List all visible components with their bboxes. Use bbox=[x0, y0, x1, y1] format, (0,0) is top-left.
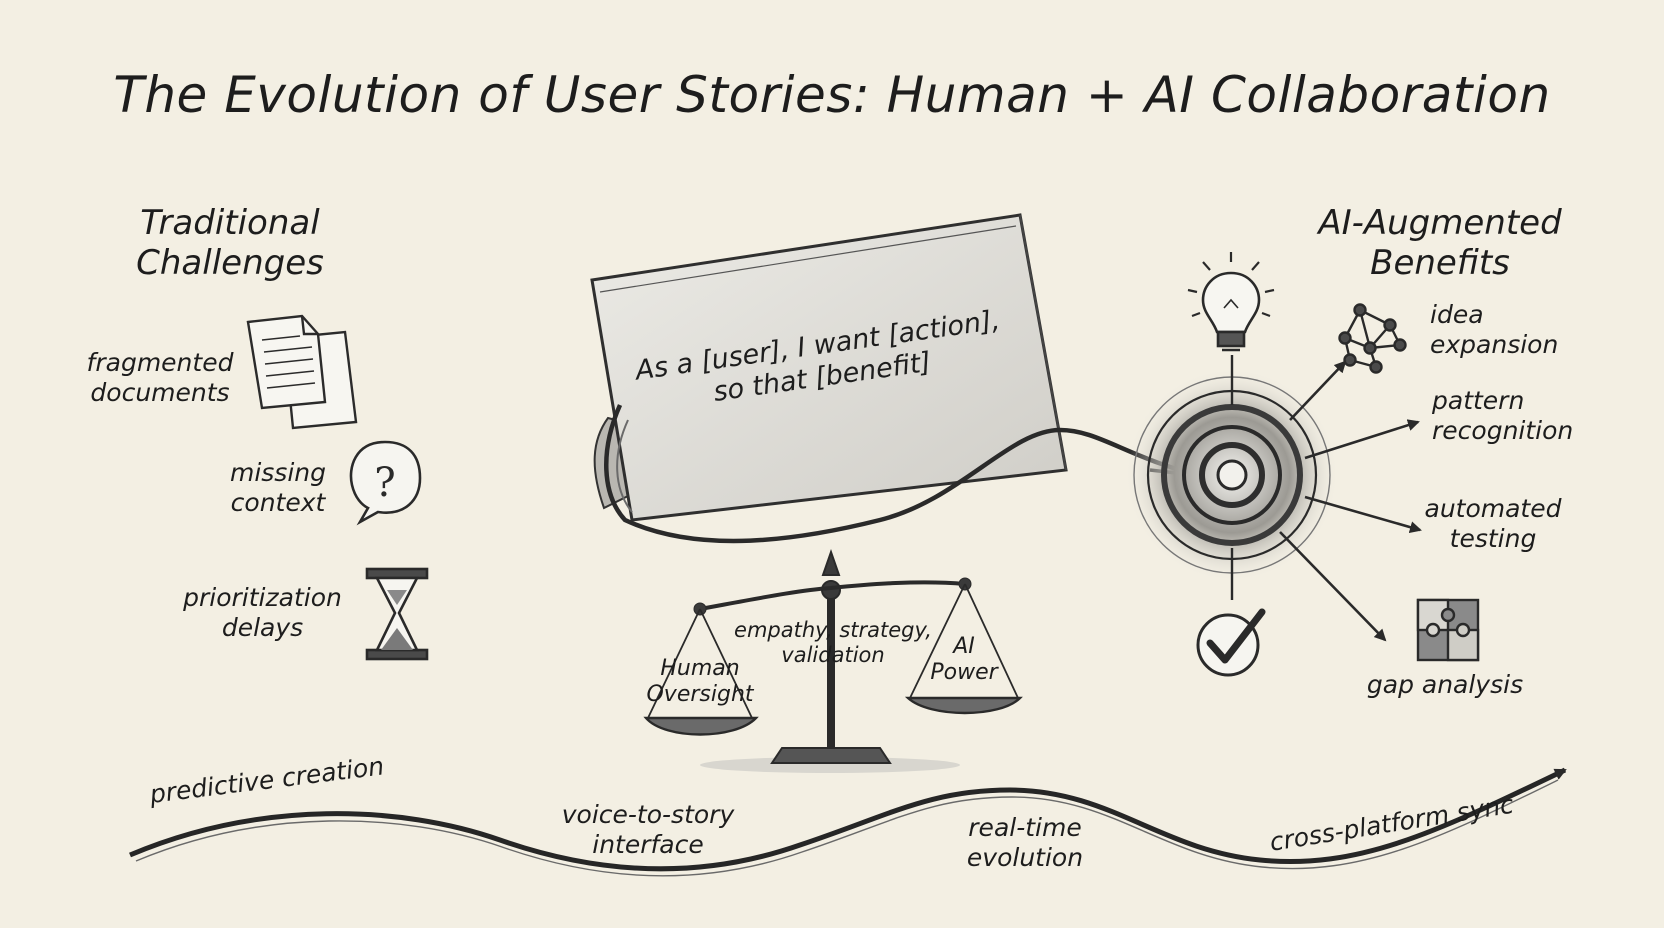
page-title: The Evolution of User Stories: Human + A… bbox=[113, 66, 1551, 124]
challenge-label-line: delays bbox=[221, 612, 304, 642]
timeline-label-line: evolution bbox=[966, 842, 1084, 872]
benefit-label-line: expansion bbox=[1430, 329, 1559, 359]
timeline-label-line: interface bbox=[592, 829, 704, 859]
right-heading-line-2: Benefits bbox=[1370, 243, 1510, 284]
right-panel-heading: AI-Augmented Benefits bbox=[1300, 203, 1580, 283]
left-pan-line-2: Oversight bbox=[646, 681, 754, 707]
benefit-label-line: testing bbox=[1449, 523, 1537, 553]
challenge-label-line: fragmented bbox=[86, 348, 234, 377]
challenge-label-line: documents bbox=[90, 377, 230, 407]
right-heading-line-1: AI-Augmented bbox=[1318, 203, 1562, 243]
puzzle-icon bbox=[1416, 598, 1480, 662]
svg-text:?: ? bbox=[374, 460, 395, 506]
left-panel-heading: Traditional Challenges bbox=[120, 203, 340, 283]
benefit-label-line: automated bbox=[1424, 494, 1562, 523]
benefit-arrows bbox=[1279, 360, 1422, 642]
center-label-line-2: validation bbox=[781, 642, 885, 667]
story-card bbox=[590, 213, 1222, 544]
balance-scale-icon bbox=[643, 548, 1023, 773]
challenge-missing-context: missing context bbox=[218, 458, 338, 517]
right-pan-line-2: Power bbox=[930, 659, 998, 685]
timeline-label-line: real-time bbox=[968, 813, 1082, 842]
question-bubble-icon: ? bbox=[349, 440, 422, 526]
challenge-label-line: prioritization bbox=[183, 583, 342, 612]
benefit-gap-analysis: gap analysis bbox=[1360, 670, 1530, 700]
balance-right-pan-label: AI Power bbox=[924, 634, 1004, 686]
left-heading-line-2: Challenges bbox=[136, 243, 324, 284]
benefit-label-line: idea bbox=[1430, 300, 1484, 329]
challenge-label-line: context bbox=[230, 487, 326, 517]
benefit-label-line: recognition bbox=[1432, 415, 1574, 445]
benefit-idea-expansion: idea expansion bbox=[1430, 300, 1558, 359]
timeline-wave bbox=[129, 767, 1567, 877]
lightbulb-icon bbox=[1187, 252, 1275, 352]
benefit-automated-testing: automated testing bbox=[1418, 494, 1568, 553]
timeline-real-time-evolution: real-time evolution bbox=[935, 813, 1115, 872]
challenge-prioritization-delays: prioritization delays bbox=[170, 583, 355, 642]
benefit-label-line: gap analysis bbox=[1366, 670, 1524, 699]
timeline-label-line: voice-to-story bbox=[561, 800, 735, 829]
hourglass-icon bbox=[365, 567, 429, 661]
balance-left-pan-label: Human Oversight bbox=[640, 656, 760, 708]
challenge-fragmented-documents: fragmented documents bbox=[80, 348, 240, 407]
left-heading-line-1: Traditional bbox=[140, 203, 320, 243]
balance-center-label: empathy, strategy, validation bbox=[728, 618, 938, 668]
network-icon bbox=[1338, 303, 1407, 374]
timeline-voice-to-story: voice-to-story interface bbox=[548, 800, 748, 859]
target-hub-icon bbox=[1127, 355, 1337, 600]
documents-icon bbox=[246, 314, 358, 430]
center-label-line-1: empathy, strategy, bbox=[734, 618, 932, 642]
challenge-label-line: missing bbox=[229, 458, 326, 487]
benefit-label-line: pattern bbox=[1432, 386, 1525, 415]
benefit-pattern-recognition: pattern recognition bbox=[1432, 386, 1573, 445]
right-pan-line-1: AI bbox=[953, 634, 975, 659]
checkmark-icon bbox=[1196, 608, 1266, 677]
left-pan-line-1: Human bbox=[660, 656, 740, 681]
